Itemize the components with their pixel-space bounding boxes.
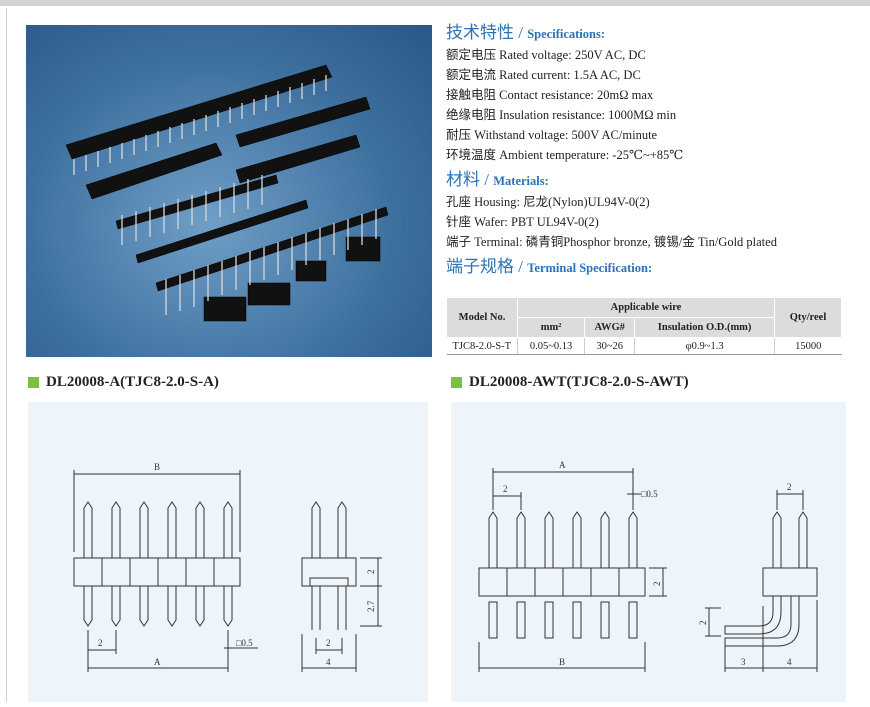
top-border: [0, 0, 870, 6]
dim-4-label: 4: [326, 657, 331, 667]
table-row: TJC8-2.0-S-T 0.05~0.13 30~26 φ0.9~1.3 15…: [446, 337, 842, 355]
materials-item-value: 尼龙(Nylon)UL94V-0(2): [523, 195, 650, 209]
cell-awg: 30~26: [584, 337, 635, 355]
specifications-item-en: Rated current:: [499, 68, 571, 82]
connector-illustration: [65, 64, 389, 322]
materials-item: 针座 Wafer: PBT UL94V-0(2): [446, 212, 866, 232]
right-angle-header-drawing: A 2 □0.5 B 2 2 2 3 4: [478, 460, 818, 672]
dim-b-label: B: [559, 657, 565, 667]
dim-a-label: A: [154, 657, 161, 667]
specifications-item-value: -25℃~+85℃: [612, 148, 684, 162]
specifications-item-en: Insulation resistance:: [499, 108, 606, 122]
terminal-spec-table: Model No. Applicable wire Qty/reel mm² A…: [446, 297, 842, 355]
materials-item-value: PBT UL94V-0(2): [510, 215, 599, 229]
dim-side-v2-label: 2: [698, 621, 708, 626]
specifications-item: 额定电压 Rated voltage: 250V AC, DC: [446, 45, 866, 65]
specifications-item-value: 20mΩ max: [597, 88, 654, 102]
materials-item-en: Terminal:: [474, 235, 523, 249]
materials-item-cn: 端子: [446, 235, 472, 249]
specifications-item-cn: 额定电压: [446, 48, 497, 62]
dim-05-label: □0.5: [641, 489, 658, 499]
left-drawing-title: DL20008-A(TJC8-2.0-S-A): [28, 372, 219, 392]
th-awg: AWG#: [584, 317, 636, 338]
th-applicable: Applicable wire: [517, 297, 775, 318]
specifications-item-cn: 额定电流: [446, 68, 497, 82]
materials-item: 端子 Terminal: 磷青铜Phosphor bronze, 镀锡/金 Ti…: [446, 232, 866, 252]
specifications-item: 耐压 Withstand voltage: 500V AC/minute: [446, 125, 866, 145]
cell-model: TJC8-2.0-S-T: [446, 337, 518, 355]
materials-title: 材料 / Materials:: [446, 170, 549, 189]
specifications-item-value: 1.5A AC, DC: [573, 68, 641, 82]
straight-header-drawing: B A 2 □0.5 2 4 2 2.7: [73, 462, 382, 672]
dim-b-label: B: [154, 462, 160, 472]
dim-2-label: 2: [503, 484, 508, 494]
specifications-item-cn: 接触电阻: [446, 88, 497, 102]
cell-od: φ0.9~1.3: [634, 337, 775, 355]
cell-mm2: 0.05~0.13: [516, 337, 585, 355]
materials-item: 孔座 Housing: 尼龙(Nylon)UL94V-0(2): [446, 192, 866, 212]
specifications-item-value: 250V AC, DC: [574, 48, 646, 62]
specifications-item-en: Contact resistance:: [499, 88, 594, 102]
product-photo: [26, 25, 432, 357]
th-model: Model No.: [446, 297, 518, 338]
th-mm2: mm²: [516, 317, 586, 338]
right-drawing-title: DL20008-AWT(TJC8-2.0-S-AWT): [451, 372, 689, 392]
spec-title: 技术特性 / Specifications:: [446, 23, 606, 42]
specifications-item-en: Withstand voltage:: [474, 128, 569, 142]
th-qty: Qty/reel: [774, 297, 842, 338]
specifications-item-en: Rated voltage:: [499, 48, 572, 62]
dim-side-2-label: 2: [787, 482, 792, 492]
right-drawing-panel: A 2 □0.5 B 2 2 2 3 4: [451, 402, 846, 702]
materials-list: 孔座 Housing: 尼龙(Nylon)UL94V-0(2)针座 Wafer:…: [446, 192, 866, 252]
specifications-item: 环境温度 Ambient temperature: -25℃~+85℃: [446, 145, 866, 165]
specifications-item-cn: 环境温度: [446, 148, 497, 162]
specifications-item: 接触电阻 Contact resistance: 20mΩ max: [446, 85, 866, 105]
dim-2-label: 2: [98, 638, 103, 648]
specifications-item-en: Ambient temperature:: [499, 148, 610, 162]
dim-v2-label: 2: [652, 582, 662, 587]
materials-item-en: Housing:: [474, 195, 520, 209]
specifications-item-value: 1000MΩ min: [608, 108, 677, 122]
left-rule: [6, 8, 7, 702]
th-od: Insulation O.D.(mm): [634, 317, 775, 338]
dim-3-label: 3: [741, 657, 746, 667]
spec-block: 技术特性 / Specifications: 额定电压 Rated voltag…: [446, 22, 866, 279]
specifications-item-cn: 耐压: [446, 128, 472, 142]
materials-item-cn: 针座: [446, 215, 472, 229]
left-drawing-panel: B A 2 □0.5 2 4 2 2.7: [28, 402, 428, 702]
dim-4-label: 4: [787, 657, 792, 667]
green-square-icon: [28, 376, 39, 388]
dim-05-label: □0.5: [236, 638, 253, 648]
materials-item-value: 磷青铜Phosphor bronze, 镀锡/金 Tin/Gold plated: [525, 235, 777, 249]
cell-qty: 15000: [774, 337, 842, 355]
materials-item-cn: 孔座: [446, 195, 472, 209]
materials-item-en: Wafer:: [474, 215, 508, 229]
specifications-item-cn: 绝缘电阻: [446, 108, 497, 122]
terminal-spec-title: 端子规格 / Terminal Specification:: [446, 257, 653, 276]
specifications-item: 额定电流 Rated current: 1.5A AC, DC: [446, 65, 866, 85]
dim-side-2-label: 2: [326, 638, 331, 648]
dim-v2-label: 2: [366, 570, 376, 575]
green-square-icon: [451, 376, 462, 388]
dim-27-label: 2.7: [366, 600, 376, 612]
dim-a-label: A: [559, 460, 566, 470]
specifications-item: 绝缘电阻 Insulation resistance: 1000MΩ min: [446, 105, 866, 125]
specifications-item-value: 500V AC/minute: [571, 128, 658, 142]
